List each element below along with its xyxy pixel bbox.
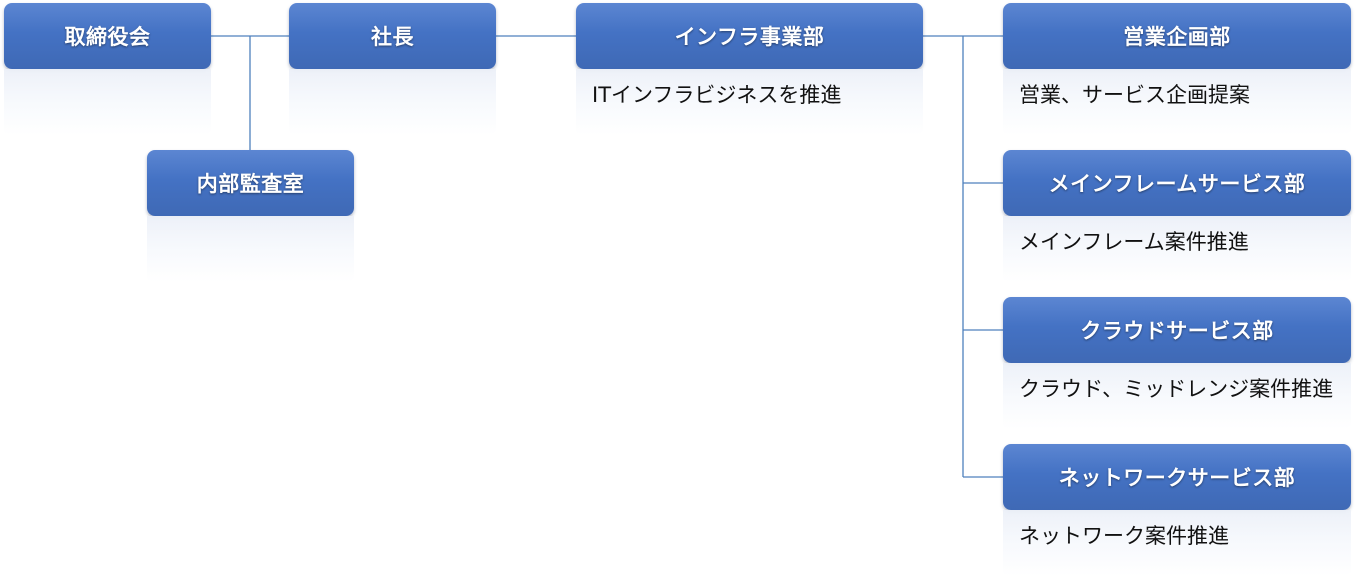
node-cloud-title: クラウドサービス部 — [1003, 297, 1351, 363]
node-president: 社長 — [289, 3, 496, 135]
node-sales-description: 営業、サービス企画提案 — [1003, 69, 1351, 135]
node-board-title: 取締役会 — [4, 3, 211, 69]
node-president-description — [289, 69, 496, 135]
node-network: ネットワークサービス部 ネットワーク案件推進 — [1003, 444, 1351, 576]
node-audit-title: 内部監査室 — [147, 150, 354, 216]
node-network-description: ネットワーク案件推進 — [1003, 510, 1351, 576]
node-infra-description: ITインフラビジネスを推進 — [576, 69, 923, 135]
node-board-description — [4, 69, 211, 135]
node-mainframe-title: メインフレームサービス部 — [1003, 150, 1351, 216]
node-infra: インフラ事業部 ITインフラビジネスを推進 — [576, 3, 923, 135]
node-mainframe: メインフレームサービス部 メインフレーム案件推進 — [1003, 150, 1351, 282]
node-audit: 内部監査室 — [147, 150, 354, 282]
node-sales-title: 営業企画部 — [1003, 3, 1351, 69]
node-cloud-description: クラウド、ミッドレンジ案件推進 — [1003, 363, 1351, 429]
node-network-title: ネットワークサービス部 — [1003, 444, 1351, 510]
node-cloud: クラウドサービス部 クラウド、ミッドレンジ案件推進 — [1003, 297, 1351, 429]
node-audit-description — [147, 216, 354, 282]
node-infra-title: インフラ事業部 — [576, 3, 923, 69]
node-sales: 営業企画部 営業、サービス企画提案 — [1003, 3, 1351, 135]
node-president-title: 社長 — [289, 3, 496, 69]
node-mainframe-description: メインフレーム案件推進 — [1003, 216, 1351, 282]
node-board: 取締役会 — [4, 3, 211, 135]
